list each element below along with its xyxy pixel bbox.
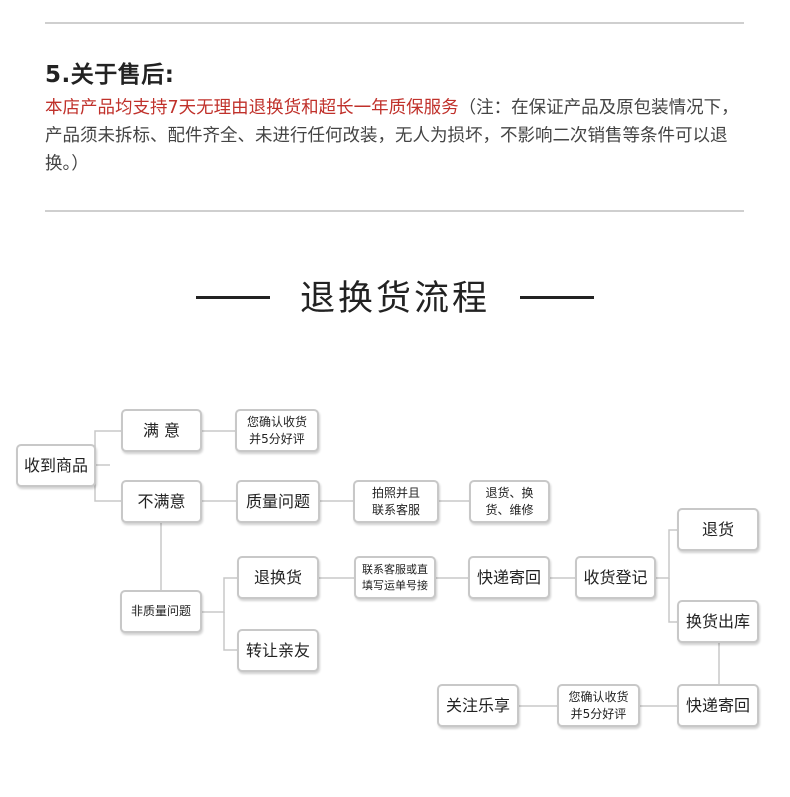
section-title: 5.关于售后: — [45, 62, 175, 88]
node-express-send: 快递寄回 — [677, 684, 759, 727]
node-refund: 退货 — [677, 508, 759, 551]
node-enjoy: 关注乐享 — [437, 684, 519, 727]
node-satisfied: 满 意 — [121, 409, 202, 452]
top-divider — [45, 22, 744, 24]
flow-heading: 退换货流程 — [0, 270, 790, 321]
flow-heading-text: 退换货流程 — [299, 279, 490, 319]
node-confirm-receipt-1: 您确认收货 并5分好评 — [235, 409, 319, 452]
after-sales-highlight: 本店产品均支持7天无理由退换货和超长一年质保服务 — [45, 98, 459, 118]
middle-divider — [45, 210, 744, 212]
node-express-return: 快递寄回 — [468, 556, 550, 599]
node-return-exchange-repair: 退货、换 货、维修 — [469, 480, 550, 523]
node-photo-contact: 拍照并且 联系客服 — [353, 480, 439, 523]
after-sales-note: （注：在保证产品及原包装情况下，产品须未拆标、配件齐全、未进行任何改装，无人为损… — [45, 98, 739, 174]
node-unsatisfied: 不满意 — [121, 480, 202, 523]
heading-left-dash — [195, 295, 270, 299]
node-transfer-friends: 转让亲友 — [237, 629, 319, 672]
node-received: 收到商品 — [16, 444, 96, 487]
node-quality-issue: 质量问题 — [236, 480, 320, 523]
node-return-exchange: 退换货 — [237, 556, 319, 599]
node-contact-or-fill: 联系客服或直 填写运单号接 — [354, 556, 436, 599]
node-exchange-out: 换货出库 — [677, 600, 759, 643]
after-sales-paragraph: 本店产品均支持7天无理由退换货和超长一年质保服务（注：在保证产品及原包装情况下，… — [45, 94, 750, 178]
heading-right-dash — [520, 295, 594, 299]
node-non-quality-issue: 非质量问题 — [120, 590, 202, 633]
node-confirm-receipt-2: 您确认收货 并5分好评 — [557, 684, 640, 727]
node-receive-register: 收货登记 — [575, 556, 656, 599]
